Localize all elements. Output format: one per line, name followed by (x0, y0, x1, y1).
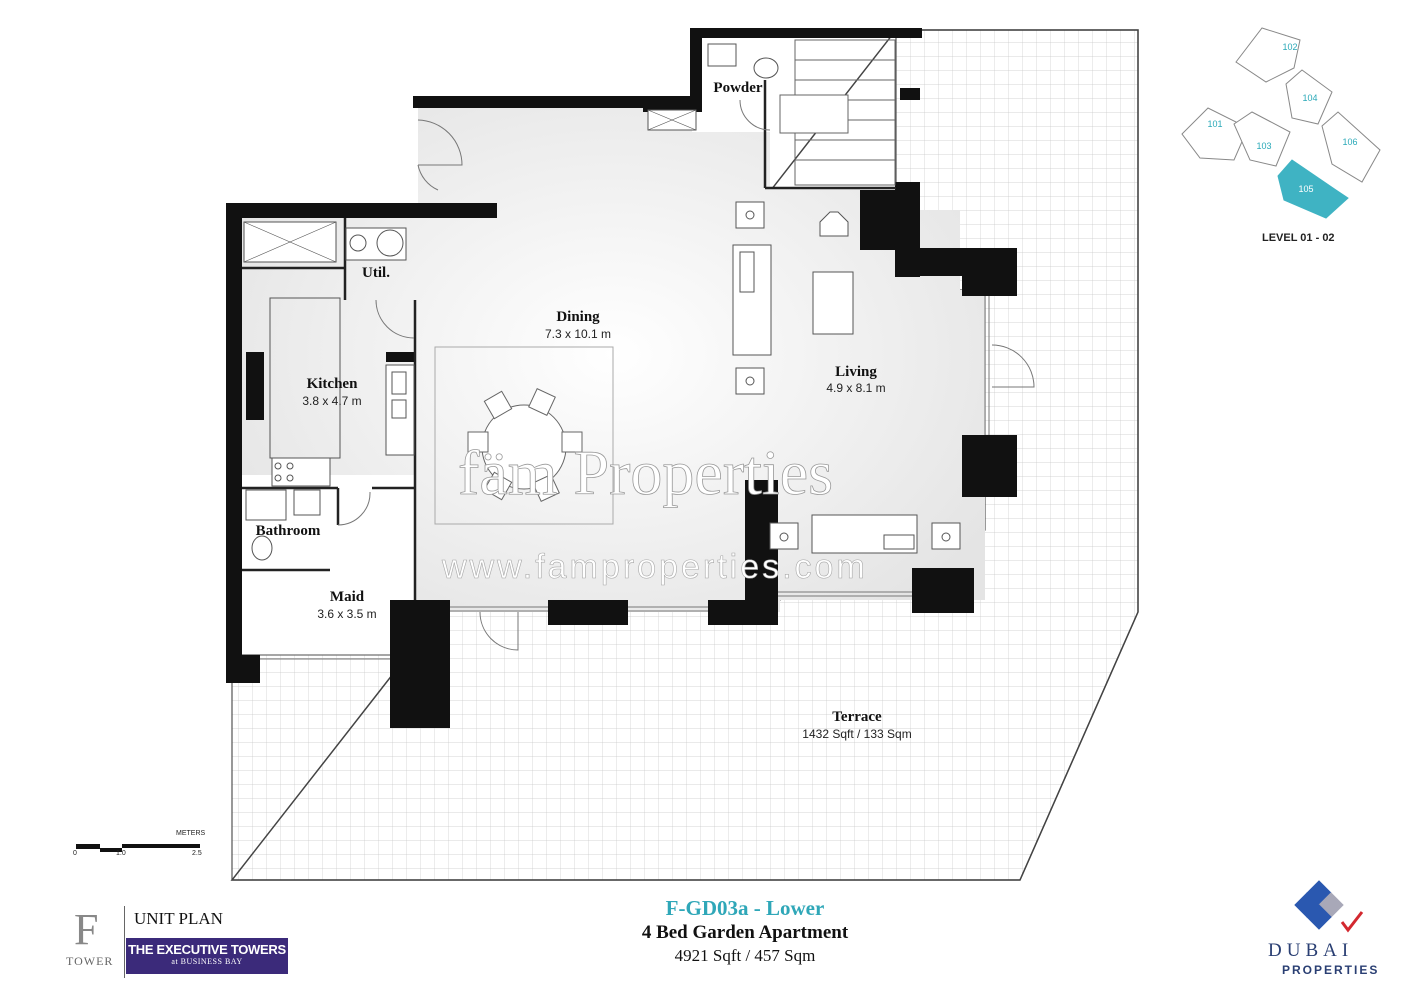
tower-word: TOWER (66, 954, 114, 968)
developer-name: DUBAI (1268, 940, 1354, 961)
key-unit-105: 105 (1298, 184, 1313, 194)
key-unit-102: 102 (1282, 42, 1297, 52)
maid-dims: 3.6 x 3.5 m (317, 607, 376, 621)
project-badge: THE EXECUTIVE TOWERS at BUSINESS BAY (126, 938, 288, 974)
scale-bar (76, 844, 200, 852)
developer-logo-icon (1294, 880, 1364, 933)
scale-unit: METERS (176, 830, 206, 837)
key-plan: 102 104 101 103 106 105 (1181, 27, 1381, 219)
walls (226, 28, 1017, 728)
fixtures (243, 43, 961, 561)
openings (260, 99, 1035, 660)
dining-label: Dining (556, 309, 600, 325)
key-unit-104: 104 (1302, 93, 1317, 103)
watermark-url: www.famproperties.com (441, 548, 868, 586)
bathroom-label: Bathroom (256, 523, 321, 539)
dining-table (434, 346, 614, 525)
scale-tick-2: 2.5 (192, 850, 202, 857)
unit-type: 4 Bed Garden Apartment (641, 922, 849, 943)
maid-label: Maid (330, 589, 365, 605)
key-unit-101: 101 (1207, 119, 1222, 129)
footer-divider (124, 906, 125, 978)
unit-plan-label: UNIT PLAN (134, 909, 223, 928)
key-unit-103: 103 (1256, 141, 1271, 151)
project-sub: at BUSINESS BAY (171, 957, 243, 966)
terrace-dims: 1432 Sqft / 133 Sqm (802, 727, 911, 741)
highlighted-unit (1277, 159, 1349, 219)
partitions (242, 80, 896, 600)
project-name: THE EXECUTIVE TOWERS (128, 942, 286, 957)
kitchen-label: Kitchen (307, 376, 358, 392)
util-label: Util. (362, 265, 390, 281)
living-label: Living (835, 364, 877, 380)
dining-dims: 7.3 x 10.1 m (545, 327, 611, 341)
watermark-brand: fäm Properties (458, 437, 833, 508)
staircase (779, 39, 896, 186)
key-plan-level: LEVEL 01 - 02 (1262, 232, 1335, 244)
scale-tick-1: 1.0 (116, 850, 126, 857)
scale-tick-0: 0 (73, 850, 77, 857)
developer-sub: PROPERTIES (1282, 963, 1380, 977)
kitchen-dims: 3.8 x 4.7 m (302, 394, 361, 408)
living-dims: 4.9 x 8.1 m (826, 381, 885, 395)
terrace-label: Terrace (832, 709, 882, 725)
unit-size: 4921 Sqft / 457 Sqm (674, 946, 816, 965)
tower-letter: F (74, 905, 99, 954)
powder-label: Powder (713, 80, 762, 96)
key-unit-106: 106 (1342, 137, 1357, 147)
unit-code: F-GD03a - Lower (665, 896, 825, 920)
